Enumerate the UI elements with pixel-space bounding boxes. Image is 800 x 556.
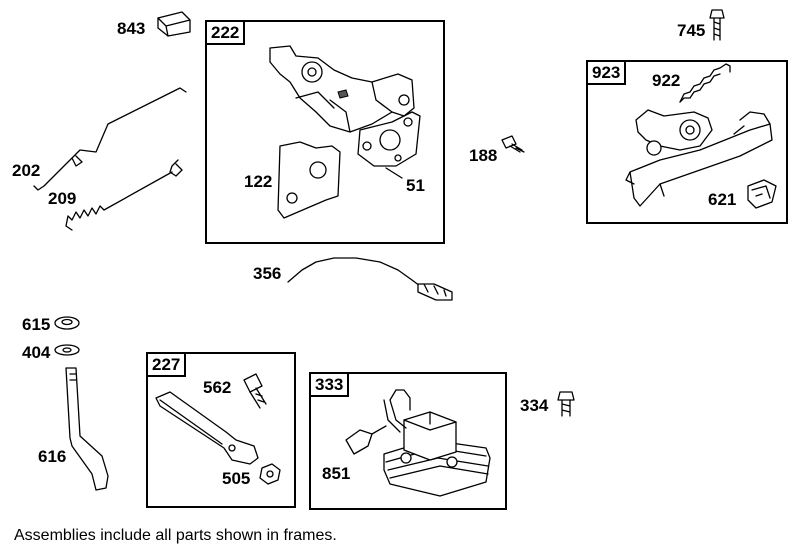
part-505-nut-drawing bbox=[259, 463, 281, 485]
part-621-clip-drawing bbox=[747, 179, 777, 209]
part-334-bolt-drawing bbox=[557, 391, 575, 417]
frame-222-label: 222 bbox=[207, 22, 246, 45]
part-188-screw-drawing bbox=[501, 135, 525, 153]
part-843-cap-drawing bbox=[157, 11, 191, 37]
part-number-745: 745 bbox=[677, 21, 706, 40]
part-616-shaft-drawing bbox=[65, 367, 109, 491]
part-number-562: 562 bbox=[203, 378, 232, 397]
footer-note: Assemblies include all parts shown in fr… bbox=[14, 527, 337, 544]
frame-333-label: 333 bbox=[311, 374, 350, 397]
part-615-nut-drawing bbox=[54, 316, 80, 330]
leader-line-51 bbox=[385, 167, 403, 179]
frame-227: 227 bbox=[146, 352, 296, 508]
part-number-209: 209 bbox=[48, 189, 77, 208]
part-number-922: 922 bbox=[652, 71, 681, 90]
part-number-51: 51 bbox=[406, 176, 425, 195]
part-202-link-wire-drawing bbox=[33, 87, 187, 191]
part-227-lever-drawing bbox=[155, 391, 259, 465]
part-number-621: 621 bbox=[708, 190, 737, 209]
part-number-851: 851 bbox=[322, 464, 351, 483]
frame-222: 222 bbox=[205, 20, 445, 244]
part-51-gasket-drawing bbox=[357, 111, 421, 167]
part-562-screw-drawing bbox=[243, 373, 267, 409]
part-333-ignition-coil-drawing bbox=[383, 411, 491, 497]
part-number-505: 505 bbox=[222, 469, 251, 488]
part-number-334: 334 bbox=[520, 396, 549, 415]
part-404-washer-drawing bbox=[54, 344, 80, 356]
frame-923: 923 bbox=[586, 60, 788, 224]
part-number-843: 843 bbox=[117, 19, 146, 38]
part-745-bolt-drawing bbox=[709, 9, 725, 41]
part-number-122: 122 bbox=[244, 172, 273, 191]
part-209-spring-drawing bbox=[65, 159, 183, 231]
part-number-356: 356 bbox=[253, 264, 282, 283]
part-922-spring-drawing bbox=[679, 63, 731, 103]
frame-227-label: 227 bbox=[148, 354, 187, 377]
part-number-188: 188 bbox=[469, 146, 498, 165]
part-number-615: 615 bbox=[22, 315, 51, 334]
part-356-wire-drawing bbox=[287, 257, 453, 301]
part-923-bracket-drawing bbox=[625, 109, 773, 207]
part-number-404: 404 bbox=[22, 343, 51, 362]
frame-333: 333 bbox=[309, 372, 507, 510]
part-851-lead-drawing bbox=[345, 389, 411, 455]
part-122-plate-drawing bbox=[277, 141, 341, 219]
part-number-616: 616 bbox=[38, 447, 67, 466]
frame-923-label: 923 bbox=[588, 62, 627, 85]
part-number-202: 202 bbox=[12, 161, 41, 180]
